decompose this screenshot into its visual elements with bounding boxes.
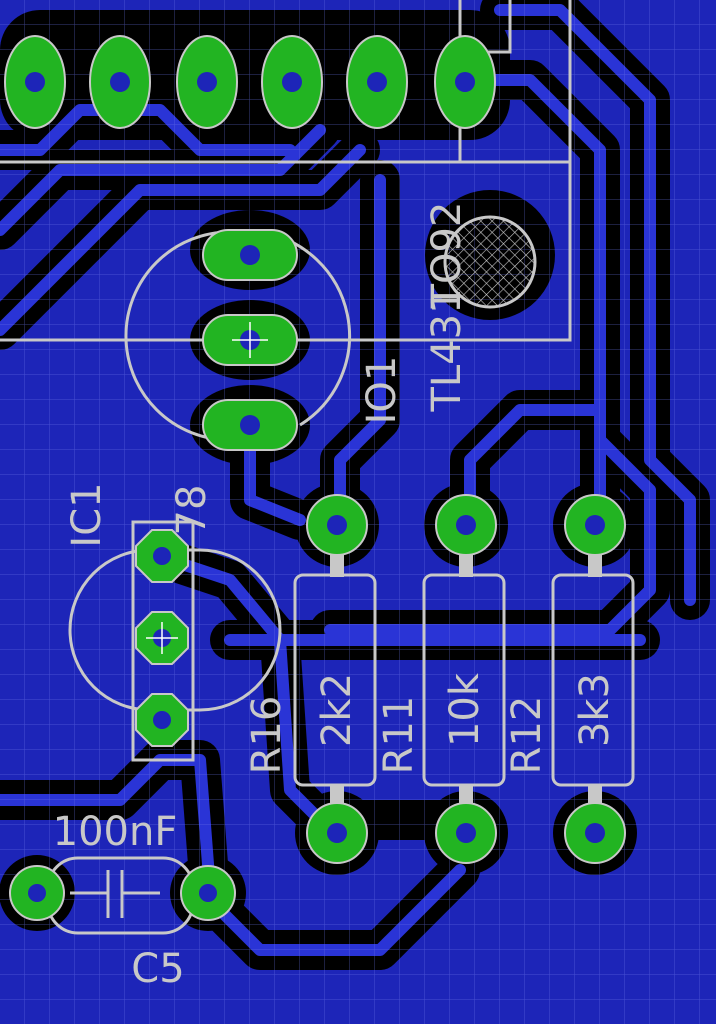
header-pad-1	[4, 35, 66, 129]
header-pads	[4, 35, 496, 129]
ic1-name-label: IC1	[64, 482, 110, 547]
header-pad-4	[261, 35, 323, 129]
r12-name-label: R12	[504, 696, 550, 775]
ic1-pads	[135, 529, 189, 747]
r11-pad-bottom	[435, 802, 497, 864]
capacitor-symbol	[70, 870, 160, 918]
io1-name-label: IO1	[359, 356, 405, 425]
io1-pad-2	[202, 314, 298, 366]
c5-pad-left	[9, 865, 65, 921]
r12-pad-bottom	[564, 802, 626, 864]
c5-name-label: C5	[131, 946, 184, 992]
ic1-value-label: 78	[169, 485, 215, 536]
ic1-pad-2	[135, 611, 189, 665]
component-leads	[330, 555, 602, 807]
r16-pad-top	[306, 494, 368, 556]
silkscreen-labels: TO92 TL431 IO1 IC1 78 R16 2k2 R11 10k R1…	[53, 202, 618, 992]
header-pad-5	[346, 35, 408, 129]
r11-name-label: R11	[376, 696, 422, 775]
r12-value-label: 3k3	[572, 673, 618, 747]
c5-value-label: 100nF	[53, 809, 178, 855]
r16-value-label: 2k2	[314, 673, 360, 747]
c5-pad-right	[180, 865, 236, 921]
r12-pad-top	[564, 494, 626, 556]
io1-pads	[202, 229, 298, 451]
header-pad-3	[176, 35, 238, 129]
io1-pad-1	[202, 229, 298, 281]
io1-pad-3	[202, 399, 298, 451]
mounting-hole	[443, 215, 537, 309]
round-pads	[9, 494, 626, 921]
io1-package-label: TO92	[424, 202, 470, 310]
r16-pad-bottom	[306, 802, 368, 864]
header-pad-2	[89, 35, 151, 129]
header-pad-6	[434, 35, 496, 129]
ic1-pad-3	[135, 693, 189, 747]
r11-pad-top	[435, 494, 497, 556]
r16-name-label: R16	[244, 696, 290, 775]
io1-value-label: TL431	[424, 288, 470, 412]
ic1-pad-1	[135, 529, 189, 583]
r11-value-label: 10k	[442, 672, 488, 747]
